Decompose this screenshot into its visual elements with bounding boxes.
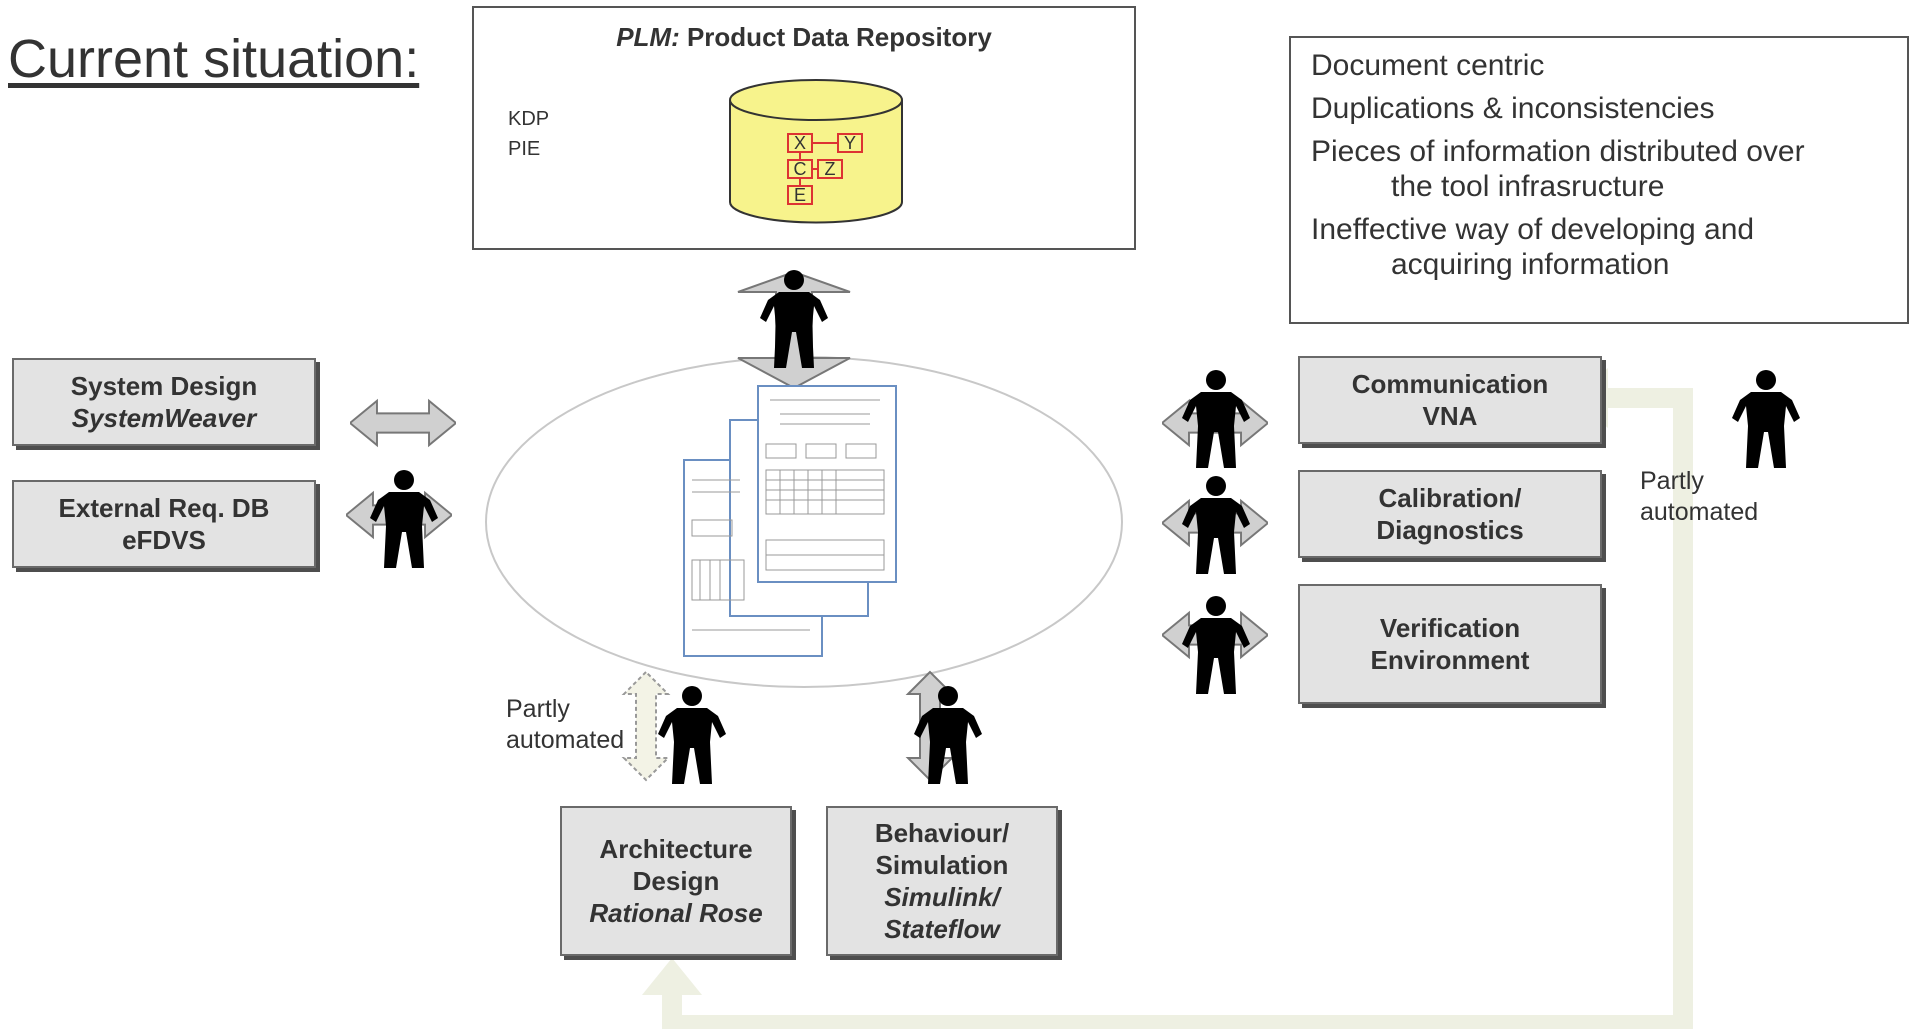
verification-box: Verification Environment	[1298, 584, 1602, 704]
tool-name: Verification	[1379, 613, 1521, 643]
database-icon: X Y C Z E	[729, 79, 903, 224]
tool-name: External Req. DB	[58, 493, 270, 523]
tool-name: Calibration/	[1378, 483, 1522, 513]
tool-name-2: Diagnostics	[1376, 515, 1524, 545]
plm-title-italic: PLM:	[616, 22, 680, 52]
person-icon-right	[1732, 370, 1800, 468]
issue-text-cont: the tool infrasructure	[1391, 170, 1665, 203]
issue-text-cont: acquiring information	[1391, 248, 1670, 281]
communication-box: Communication VNA	[1298, 356, 1602, 444]
architecture-dotted-arrow	[621, 670, 671, 782]
note-line: automated	[1640, 498, 1759, 526]
plm-title-rest: Product Data Repository	[679, 22, 992, 52]
partly-automated-note-left: Partly automated	[506, 694, 624, 756]
tool-name: Behaviour/	[874, 818, 1010, 848]
db-letter-z: Z	[825, 159, 836, 179]
issues-box: Document centric Duplications & inconsis…	[1289, 36, 1909, 324]
page-title: Current situation:	[8, 29, 420, 89]
behaviour-simulation-box: Behaviour/ Simulation Simulink/ Stateflo…	[826, 806, 1058, 956]
issue-text: Ineffective way of developing and	[1311, 213, 1755, 246]
partly-automated-note-right: Partly automated	[1640, 466, 1758, 528]
tool-name: Architecture	[599, 834, 753, 864]
tool-product: SystemWeaver	[71, 403, 257, 433]
tool-product: Rational Rose	[589, 898, 763, 928]
note-line: Partly	[1640, 467, 1704, 495]
issue-item: Duplications & inconsistencies	[1311, 91, 1715, 126]
plm-title: PLM: Product Data Repository	[474, 22, 1134, 53]
tool-name: Communication	[1351, 369, 1549, 399]
person-icon-architecture	[658, 686, 726, 784]
tool-product: eFDVS	[122, 525, 206, 555]
tool-name: System Design	[70, 371, 258, 401]
db-letter-x: X	[794, 133, 806, 153]
documents-stack-icon	[683, 385, 897, 657]
tool-name-2: Simulation	[875, 850, 1009, 880]
architecture-design-box: Architecture Design Rational Rose	[560, 806, 792, 956]
note-line: automated	[506, 726, 625, 754]
tool-name-2: Design	[632, 866, 720, 896]
db-letter-c: C	[794, 159, 807, 179]
issue-item: Ineffective way of developing and acquir…	[1311, 212, 1754, 282]
tool-product: Simulink/	[884, 882, 1000, 912]
tool-product: VNA	[1422, 401, 1478, 431]
calibration-box: Calibration/ Diagnostics	[1298, 470, 1602, 558]
issue-text: Duplications & inconsistencies	[1311, 92, 1715, 125]
db-letter-y: Y	[844, 133, 856, 153]
external-req-box: External Req. DB eFDVS	[12, 480, 316, 568]
kdp-label: KDP	[508, 108, 550, 130]
issue-item: Pieces of information distributed over t…	[1311, 134, 1805, 204]
system-design-box: System Design SystemWeaver	[12, 358, 316, 446]
issue-text: Document centric	[1311, 49, 1545, 82]
pie-label: PIE	[508, 138, 541, 160]
issue-text: Pieces of information distributed over	[1311, 135, 1805, 168]
system-design-arrow	[350, 399, 456, 447]
tool-product-2: Stateflow	[884, 914, 1000, 944]
feedback-arrow	[662, 388, 1693, 1029]
feedback-arrowhead-bottom	[642, 958, 702, 995]
note-line: Partly	[506, 695, 570, 723]
issue-item: Document centric	[1311, 48, 1544, 83]
plm-repository-box: PLM: Product Data Repository KDP PIE X Y…	[472, 6, 1136, 250]
tool-name-2: Environment	[1370, 645, 1530, 675]
db-letter-e: E	[794, 185, 806, 205]
